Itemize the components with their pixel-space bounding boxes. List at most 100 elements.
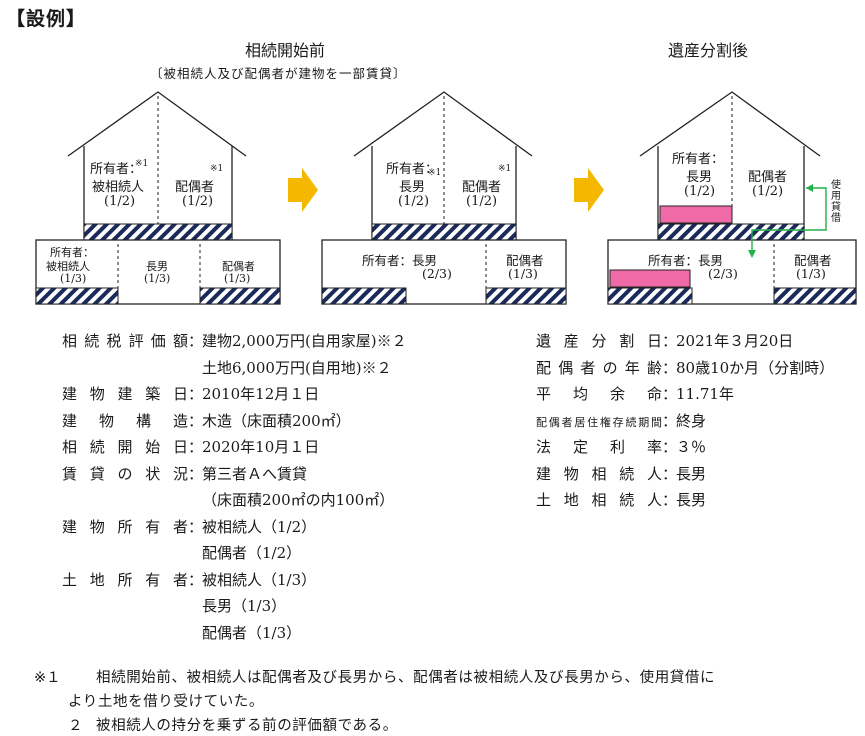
after-title: 遺産分割後 [668, 41, 749, 60]
fact-row: 土地相続人：長男 [536, 493, 706, 508]
h3-lower-left-owner: 所有者：長男 [648, 253, 724, 268]
fact-separator: ： [188, 517, 204, 536]
arrow-right-icon [288, 168, 318, 212]
fact-value: 被相続人（1/3） [202, 570, 317, 589]
note-1-line1: 相続開始前、被相続人は配偶者及び長男から、配偶者は被相続人及び長男から、使用貸借… [96, 670, 716, 686]
fact-row: 相続税評価額：建物2,000万円(自用家屋)※２ [62, 334, 407, 349]
house-after-division [607, 91, 857, 305]
heading: 【設例】 [6, 8, 87, 30]
fact-key: 土地所有者 [62, 570, 188, 589]
fact-separator: ： [662, 438, 678, 456]
h1-mark-right: ※1 [210, 164, 224, 174]
fact-row: 建物構造：木造（床面積200㎡） [62, 411, 351, 430]
fact-key: 建物構造 [62, 411, 188, 430]
h2-mark-right: ※1 [498, 164, 512, 174]
fact-row: 建物所有者：被相続人（1/2） [62, 517, 317, 536]
note-1-mark: ※１ [34, 670, 61, 686]
fact-key: 平均余命 [536, 385, 662, 403]
h1-lower-3-line3: (1/3) [224, 272, 251, 285]
h1-lower-3-line2: 配偶者 [222, 260, 255, 273]
h3-upper-right-share: (1/2) [752, 184, 784, 199]
fact-separator: ： [188, 438, 204, 456]
fact-value: 木造（床面積200㎡） [202, 411, 351, 430]
fact-key: 相続開始日 [62, 438, 188, 456]
fact-value: 土地6,000万円(自用地)※２ [202, 358, 392, 377]
house-before [35, 91, 281, 305]
note-1-line2: より土地を借り受けていた。 [68, 694, 265, 710]
green-arrow-icon [806, 184, 813, 192]
fact-separator: ： [662, 385, 678, 403]
fact-separator: ： [188, 411, 204, 430]
h3-upper-right-name: 配偶者 [748, 170, 788, 185]
use-loan-label: 使 用 貸 借 [831, 180, 841, 224]
before-title: 相続開始前 [245, 41, 326, 60]
h2-upper-left-share: (1/2) [398, 194, 430, 209]
h3-upper-left-owner: 所有者： [672, 152, 725, 167]
fact-value: 配偶者（1/3） [202, 623, 302, 642]
fact-row: 遺産分割日：2021年３月20日 [536, 334, 793, 349]
h1-upper-left-owner: 所有者： [90, 162, 143, 177]
fact-value: 80歳10か月（分割時） [676, 358, 835, 377]
fact-key: 遺産分割日 [536, 332, 662, 350]
h2-upper-right-name: 配偶者 [462, 180, 502, 195]
fact-separator: ： [188, 464, 204, 483]
fact-key: 賃貸の状況 [62, 464, 188, 483]
fact-row: 法定利率：３％ [536, 440, 706, 455]
note-2-text: 被相続人の持分を乗ずる前の評価額である。 [96, 718, 398, 734]
arrow-right-icon [574, 168, 604, 212]
fact-separator: ： [662, 332, 678, 350]
h1-upper-left-name: 被相続人 [92, 180, 145, 195]
fact-key: 配偶者の年齢 [536, 358, 662, 377]
fact-row: （床面積200㎡の内100㎡） [62, 493, 394, 508]
h2-upper-left-name: 長男 [399, 180, 426, 195]
h2-lower-right-name: 配偶者 [506, 253, 544, 268]
fact-value: 配偶者（1/2） [202, 544, 302, 562]
land-hatch-left [35, 287, 119, 305]
fact-value: （床面積200㎡の内100㎡） [202, 491, 395, 509]
fact-row: 配偶者の年齢：80歳10か月（分割時） [536, 358, 835, 377]
note-2-mark: ２ [68, 718, 83, 734]
before-subtitle: 〔被相続人及び配偶者が建物を一部賃貸〕 [150, 66, 407, 81]
fact-row: 土地所有者：被相続人（1/3） [62, 570, 317, 589]
fact-value: 被相続人（1/2） [202, 517, 317, 536]
fact-key: 相続税評価額 [62, 332, 188, 350]
green-flow-line [751, 187, 827, 252]
fact-key: 建物相続人 [536, 464, 662, 483]
fact-separator: ： [188, 332, 204, 350]
h1-lower-2-line3: (1/3) [144, 272, 171, 285]
h1-upper-left-share: (1/2) [104, 194, 136, 209]
h3-lower-left-share: (2/3) [708, 266, 738, 281]
h1-mark-left: ※1 [135, 159, 149, 169]
fact-value: 2010年12月１日 [202, 385, 320, 403]
fact-row: 建物相続人：長男 [536, 464, 707, 483]
fact-value: 長男 [676, 464, 707, 483]
fact-row: 建物建築日：2010年12月１日 [62, 387, 319, 402]
fact-value: 11.71年 [676, 385, 734, 403]
h2-upper-right-share: (1/2) [466, 194, 498, 209]
h2-upper-left-owner: 所有者： [386, 162, 439, 177]
roof [639, 91, 821, 157]
fact-key: 法定利率 [536, 438, 662, 456]
h3-upper-left-share: (1/2) [684, 184, 716, 199]
fact-row: 配偶者（1/2） [62, 546, 301, 561]
fact-row: 平均余命：11.71年 [536, 387, 734, 402]
h1-lower-1-line3: (1/3) [60, 272, 87, 285]
fact-row: 相続開始日：2020年10月１日 [62, 440, 319, 455]
fact-key: 配偶者居住権存続期間 [536, 415, 662, 429]
fact-separator [188, 626, 202, 641]
h3-upper-left-name: 長男 [686, 170, 713, 185]
fact-separator [188, 599, 202, 614]
h2-lower-left-owner: 所有者：長男 [362, 253, 438, 268]
fact-key: 建物所有者 [62, 517, 188, 536]
fact-value: ３％ [676, 438, 707, 456]
h1-lower-1-line2: 被相続人 [46, 260, 90, 273]
h3-lower-right-share: (1/3) [796, 266, 826, 281]
fact-separator: ： [662, 411, 678, 430]
fact-value: 長男 [676, 491, 707, 509]
fact-key: 建物建築日 [62, 385, 188, 403]
h1-lower-2-line2: 長男 [146, 260, 168, 273]
fact-row: 長男（1/3） [62, 599, 286, 614]
h1-upper-right-name: 配偶者 [175, 180, 215, 195]
green-arrow-icon [748, 250, 756, 258]
h2-lower-right-share: (1/3) [508, 266, 538, 281]
